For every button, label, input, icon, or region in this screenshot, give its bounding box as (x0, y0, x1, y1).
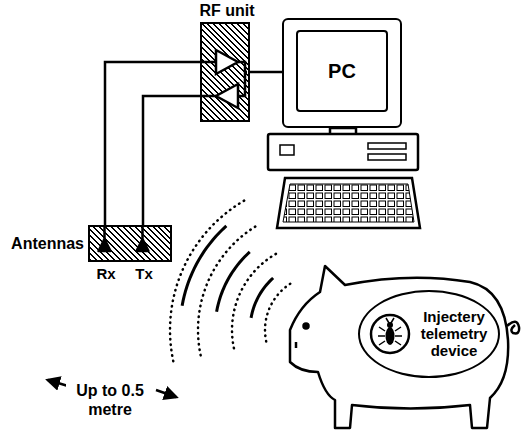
implant-icon (360, 292, 416, 376)
radio-waves (170, 200, 293, 361)
pig-nostril (295, 342, 298, 348)
telemetry-device-ellipse: Injectery telemetry device (358, 290, 500, 378)
wave-dotted (170, 200, 245, 361)
wire (143, 96, 200, 225)
drive-slot (368, 154, 406, 160)
port-label: Tx (129, 265, 159, 283)
amplifier-symbols (202, 24, 247, 119)
wave-solid (251, 278, 273, 318)
system-unit (268, 134, 418, 170)
range-arrow (156, 390, 176, 397)
wave-solid (217, 252, 250, 312)
antenna-symbols (90, 227, 170, 260)
node-label: RF unit (177, 2, 277, 20)
node-label: PC (296, 30, 388, 112)
keyboard-keys (283, 184, 414, 222)
pig-outline (290, 266, 508, 428)
pig-eye (304, 324, 309, 329)
node-label: Antennas (6, 235, 84, 253)
wave-dotted (232, 254, 276, 349)
keyboard (277, 178, 420, 228)
implant-legs (378, 318, 402, 345)
pc-hardware (268, 128, 420, 228)
implant-body (386, 327, 395, 345)
receive-amplifier (216, 50, 238, 74)
pig (290, 266, 519, 428)
antenna-box: Antennas (88, 225, 172, 262)
drive-slot (368, 143, 406, 149)
pig-tail (507, 322, 519, 334)
range-arrow (48, 380, 68, 386)
wire (250, 71, 282, 74)
node-label: Injectery telemetry device (412, 308, 496, 360)
power-button (280, 145, 294, 155)
pc-monitor: PC (282, 18, 402, 128)
implant-head (387, 322, 393, 328)
antenna-element (137, 227, 149, 251)
rf-unit-box: RF unit (200, 22, 250, 122)
wave-solid (182, 226, 226, 306)
implant-circle (371, 315, 409, 353)
port-label: Rx (91, 265, 121, 283)
transmit-amplifier (216, 84, 238, 108)
range-label: Up to 0.5 metre (66, 381, 154, 419)
wave-dotted (198, 224, 259, 355)
antenna-element (99, 227, 111, 251)
wire (105, 62, 200, 225)
wave-dotted (265, 282, 293, 341)
